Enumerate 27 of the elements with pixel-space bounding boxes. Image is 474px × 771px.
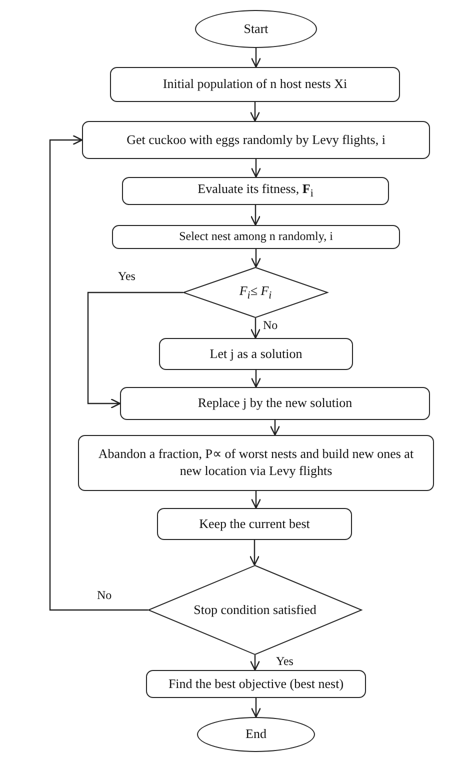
arrow [250, 205, 261, 226]
arrow [250, 655, 260, 671]
process-box: Evaluate its fitness, F$_{i}$ [122, 177, 389, 205]
decision-diamond: Stop condition satisfied [148, 565, 362, 655]
arrow [87, 292, 183, 409]
arrow [250, 102, 260, 122]
process-box: Initial population of n host nests Xi [110, 67, 400, 102]
process-box: Keep the current best [157, 508, 352, 540]
arrow [250, 318, 261, 339]
arrow [250, 491, 262, 509]
process-box: Get cuckoo with eggs randomly by Levy flights, i [82, 121, 430, 159]
decision-diamond: F$_{i}$≤ F$_{i}$ [183, 267, 328, 318]
arrow [49, 134, 148, 611]
process-box: Find the best objective (best nest) [146, 670, 366, 698]
terminal-ellipse: End [197, 717, 315, 752]
process-box: Replace j by the new solution [120, 387, 430, 420]
arrow [270, 420, 280, 436]
terminal-ellipse: Start [195, 10, 317, 48]
arrow [250, 249, 262, 268]
arrow [250, 370, 262, 388]
process-box: Abandon a fraction, P∝ of worst nests and build new ones at new location via Levy flights [78, 435, 434, 491]
arrow [249, 540, 260, 566]
arrow [250, 159, 262, 178]
process-box: Let j as a solution [159, 338, 353, 370]
arrow [250, 698, 262, 718]
arrow [250, 48, 262, 68]
process-box: Select nest among n randomly, i [112, 225, 400, 249]
